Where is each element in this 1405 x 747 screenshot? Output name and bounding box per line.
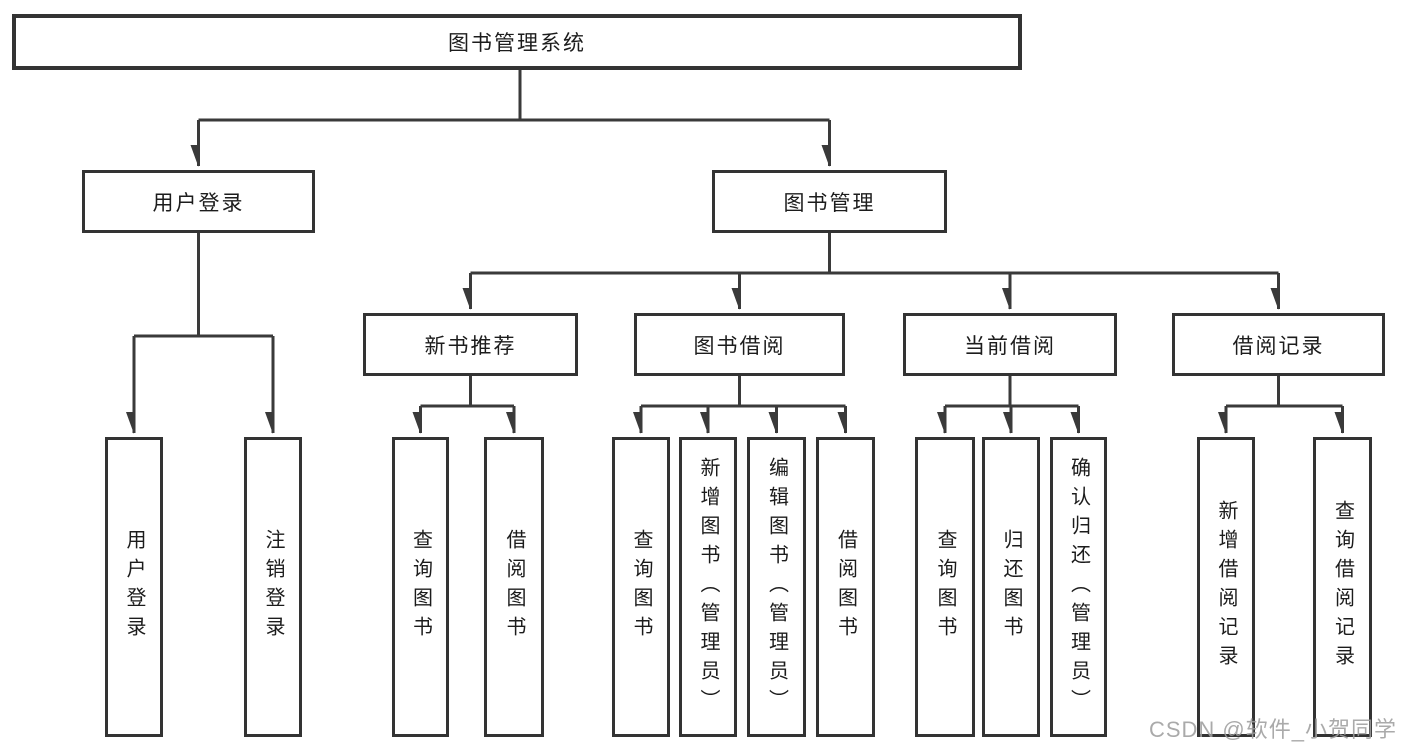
node-label: 当前借阅 [964, 334, 1056, 358]
node-new-book-recommend: 新书推荐 [363, 313, 578, 376]
node-label: 确认归还（管理员） [1067, 456, 1090, 718]
node-label: 借阅记录 [1232, 334, 1325, 358]
leaf-edit-books-admin: 编辑图书（管理员） [747, 437, 806, 737]
leaf-query-borrow-record: 查询借阅记录 [1313, 437, 1372, 737]
node-label: 新增借阅记录 [1215, 500, 1237, 674]
leaf-add-books-admin: 新增图书（管理员） [679, 437, 737, 737]
leaf-return-books: 归还图书 [982, 437, 1040, 737]
leaf-borrow-books-recommend: 借阅图书 [484, 437, 544, 737]
node-library-management-system: 图书管理系统 [12, 14, 1022, 70]
node-label: 查询图书 [409, 529, 432, 645]
node-label: 编辑图书（管理员） [765, 456, 788, 718]
node-user-login-module: 用户登录 [82, 170, 315, 233]
node-label: 图书管理系统 [448, 32, 586, 55]
leaf-query-books-borrowing: 查询图书 [612, 437, 670, 737]
node-book-borrowing: 图书借阅 [634, 313, 845, 376]
leaf-add-borrow-record: 新增借阅记录 [1197, 437, 1255, 737]
node-label: 查询图书 [630, 529, 652, 645]
node-label: 图书管理 [783, 191, 876, 215]
node-book-management-module: 图书管理 [712, 170, 947, 233]
node-label: 用户登录 [123, 529, 145, 645]
node-label: 新增图书（管理员） [697, 456, 719, 718]
node-label: 用户登录 [152, 191, 245, 215]
csdn-watermark: CSDN @软件_小贺同学 [1148, 717, 1397, 742]
node-borrowing-records: 借阅记录 [1172, 313, 1385, 376]
node-label: 新书推荐 [424, 334, 517, 358]
node-current-borrowing: 当前借阅 [903, 313, 1117, 376]
node-label: 注销登录 [262, 529, 284, 645]
leaf-query-books-recommend: 查询图书 [392, 437, 449, 737]
leaf-borrow-books: 借阅图书 [816, 437, 875, 737]
leaf-confirm-return-admin: 确认归还（管理员） [1050, 437, 1107, 737]
node-label: 归还图书 [1000, 529, 1022, 645]
node-label: 图书借阅 [693, 334, 786, 358]
node-label: 查询借阅记录 [1331, 500, 1354, 674]
node-label: 借阅图书 [503, 529, 525, 645]
leaf-user-login: 用户登录 [105, 437, 163, 737]
leaf-logout: 注销登录 [244, 437, 302, 737]
node-label: 借阅图书 [834, 529, 857, 645]
leaf-query-books-current: 查询图书 [915, 437, 975, 737]
node-label: 查询图书 [934, 529, 956, 645]
